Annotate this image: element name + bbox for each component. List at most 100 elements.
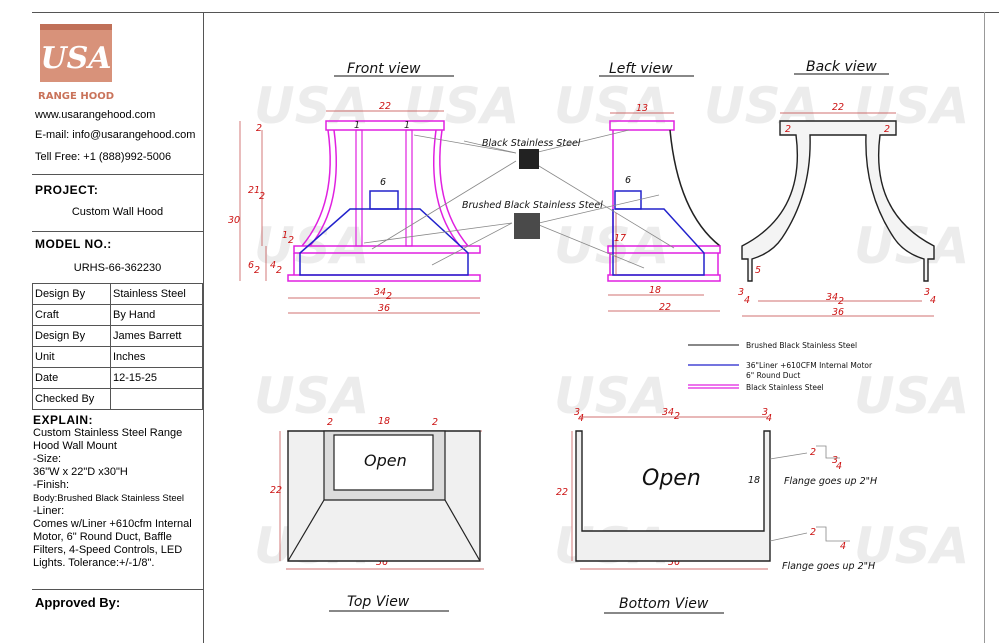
dimension-label: 2 — [810, 527, 816, 538]
dimension-label: 6 — [380, 177, 386, 188]
dimension-label: 4 — [744, 295, 750, 306]
row-label: Checked By — [32, 388, 111, 410]
bottom-view: Open Flange goes up 2"H Flange goes up 2… — [575, 430, 877, 572]
dimension-label: 5 — [755, 265, 761, 276]
dimension-label: 22 — [556, 487, 568, 498]
dimension-label: 18 — [649, 285, 661, 296]
website-text: www.usarangehood.com — [35, 109, 156, 121]
dimension-label: 22 — [659, 302, 671, 313]
dimension-label: 21 — [248, 185, 260, 196]
dimension-label: 3 — [924, 287, 930, 298]
dimension-lines — [239, 110, 934, 570]
dimension-label: 1 — [354, 120, 360, 131]
legend-liner: 36"Liner +610CFM Internal Motor — [746, 361, 873, 370]
dimension-label: 3 — [762, 407, 768, 418]
dimension-label: 2 — [259, 191, 265, 202]
explain-line: Comes w/Liner +610cfm Internal — [33, 518, 192, 530]
dimension-label: 34 — [826, 292, 838, 303]
dimension-label: 2 — [884, 124, 890, 135]
model-label: MODEL NO.: — [35, 237, 112, 251]
project-label: PROJECT: — [35, 183, 99, 197]
flange-note-top: Flange goes up 2"H — [784, 476, 877, 487]
row-value: James Barrett — [110, 325, 203, 347]
dimension-label: 2 — [674, 411, 680, 422]
dimension-label: 2 — [256, 123, 262, 134]
dimension-label: 13 — [636, 103, 648, 114]
dimension-label: 18 — [378, 416, 390, 427]
explain-line: Motor, 6" Round Duct, Baffle — [33, 531, 172, 543]
dimension-label: 4 — [270, 260, 276, 271]
dimension-label: 2 — [838, 296, 844, 307]
left-view — [607, 120, 721, 282]
row-label: Design By — [32, 283, 111, 305]
row-label: Design By — [32, 325, 111, 347]
dimension-label: 2 — [785, 124, 791, 135]
dimension-label: 17 — [614, 233, 626, 244]
explain-line: Custom Stainless Steel Range — [33, 427, 183, 439]
callout-leaders — [363, 129, 675, 269]
dimension-label: 30 — [228, 215, 240, 226]
row-label: Unit — [32, 346, 111, 368]
svg-text:USA: USA — [554, 77, 669, 135]
phone-text: Tell Free: +1 (888)992-5006 — [35, 151, 172, 163]
left-view-title: Left view — [609, 61, 673, 77]
row-value: 12-15-25 — [110, 367, 203, 389]
dimension-label: 1 — [404, 120, 410, 131]
sheet-right-border — [984, 12, 985, 643]
explain-line: Hood Wall Mount — [33, 440, 117, 452]
row-value: By Hand — [110, 304, 203, 326]
dimension-label: 4 — [836, 461, 842, 472]
black-stainless-callout: Black Stainless Steel — [482, 138, 581, 149]
explain-label: EXPLAIN: — [33, 413, 94, 427]
svg-text:USA: USA — [554, 367, 669, 425]
divider — [32, 174, 203, 175]
dimension-label: 3 — [738, 287, 744, 298]
dimension-label: 22 — [270, 485, 282, 496]
row-value: Inches — [110, 346, 203, 368]
dimension-label: 2 — [327, 417, 333, 428]
sheet-top-border — [32, 12, 999, 13]
dimension-label: 4 — [578, 413, 584, 424]
dimension-label: 22 — [379, 101, 391, 112]
row-label: Craft — [32, 304, 111, 326]
front-view — [287, 120, 481, 282]
project-value: Custom Wall Hood — [71, 206, 164, 218]
svg-text:USA: USA — [254, 367, 369, 425]
dimension-label: 18 — [748, 475, 760, 486]
dimension-label: 36 — [376, 557, 388, 568]
model-value: URHS-66-362230 — [73, 262, 162, 274]
dimension-label: 6 — [625, 175, 631, 186]
dimension-label: 2 — [288, 235, 294, 246]
email-text: E-mail: info@usarangehood.com — [35, 129, 196, 141]
flange-note-bottom: Flange goes up 2"H — [782, 561, 875, 572]
explain-line: Body:Brushed Black Stainless Steel — [33, 493, 185, 504]
legend-duct: 6" Round Duct — [746, 371, 800, 380]
legend-brushed: Brushed Black Stainless Steel — [746, 341, 857, 350]
dimension-label: 2 — [386, 291, 392, 302]
title-block: USA RANGE HOOD www.usarangehood.com E-ma… — [32, 12, 204, 643]
svg-text:USA: USA — [854, 517, 969, 575]
dimension-label: 34 — [662, 407, 674, 418]
dimension-label: 2 — [254, 265, 260, 276]
dimension-label: 4 — [930, 295, 936, 306]
technical-drawing: USA USA USA USA USA USA USA USA USA USA … — [228, 59, 969, 614]
top-view-title: Top View — [347, 594, 410, 610]
dimension-label: 36 — [832, 307, 844, 318]
front-view-title: Front view — [347, 61, 421, 77]
dimension-label: 36 — [378, 303, 390, 314]
svg-text:RANGE HOOD: RANGE HOOD — [38, 91, 114, 102]
dimension-label: 22 — [832, 102, 844, 113]
usa-range-hood-logo: USA RANGE HOOD — [38, 24, 114, 102]
svg-text:USA: USA — [854, 367, 969, 425]
dimension-label: 2 — [432, 417, 438, 428]
divider — [32, 231, 203, 232]
dimension-label: 3 — [574, 407, 580, 418]
explain-block: EXPLAIN: Custom Stainless Steel Range Ho… — [33, 414, 201, 570]
back-view-title: Back view — [806, 59, 877, 75]
dimension-label: 6 — [248, 260, 254, 271]
